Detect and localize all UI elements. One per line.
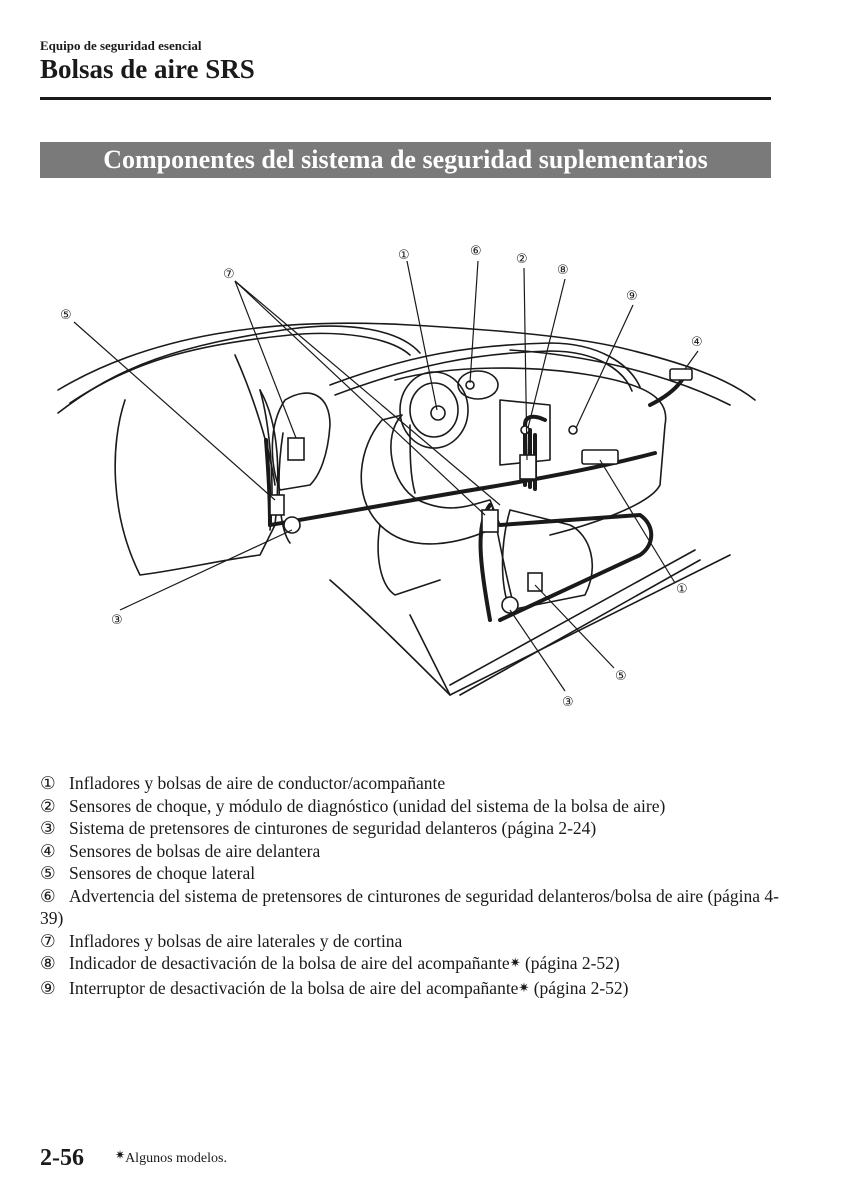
deactivation-switch [568,425,578,435]
legend-text: Interruptor de desactivación de la bolsa… [69,977,519,998]
callout-3-left: ③ [111,613,123,628]
page-title: Bolsas de aire SRS [40,54,255,84]
callout-1-bottom: ① [676,582,688,597]
steering-wheel [399,371,469,449]
passenger-seat [501,509,593,611]
legend-number: ⑨ [40,977,56,998]
legend-text: Sensores de bolsas de aire delantera [69,840,321,861]
footnote-mark: ✷ [115,1148,126,1162]
rear-door [114,389,279,576]
legend-number: ① [40,773,56,793]
rear-seat [271,392,331,491]
srs-components-diagram: ① ⑥ ② ⑧ ⑨ ④ ⑦ ⑤ ③ ① ⑤ ③ [57,244,756,710]
legend-text: Advertencia del sistema de pretensores d… [40,885,779,929]
legend-item: ③ Sistema de pretensores de cinturones de… [40,817,780,840]
side-airbag-rear [287,437,305,461]
callout-1-top: ① [398,248,410,263]
sensor-front [669,368,693,381]
callout-8: ⑧ [557,263,569,278]
legend-number: ⑧ [40,953,56,973]
side-sensor-right [527,572,543,592]
title-rule [40,97,771,100]
asterisk-mark: ✷ [518,979,530,995]
legend-page-ref: (página 2-52) [520,953,620,973]
legend-item: ④ Sensores de bolsas de aire delantera [40,840,780,863]
legend-text: Infladores y bolsas de aire laterales y … [69,930,403,951]
legend-number: ② [40,795,56,816]
pretensioner-front [501,596,519,614]
legend-item: ① Infladores y bolsas de aire de conducto… [40,772,780,795]
section-banner: Componentes del sistema de seguridad sup… [40,142,771,178]
legend-text: Sensores de choque, y módulo de diagnóst… [69,795,666,816]
legend-number: ⑤ [40,863,56,883]
legend-number: ⑦ [40,930,56,951]
diagnostic-module [519,454,537,480]
legend-item: ⑨ Interruptor de desactivación de la bols… [40,977,780,1002]
wiring-harness [268,451,657,527]
driver-seat [360,414,501,545]
legend-item: ⑦ Infladores y bolsas de aire laterales y… [40,930,780,953]
callout-6: ⑥ [470,244,482,259]
page-number: 2-56 [40,1145,84,1171]
legend-page-ref: (página 2-52) [529,977,629,998]
sill-right [449,549,701,696]
legend-text: Indicador de desactivación de la bolsa d… [69,953,510,973]
b-pillar [234,354,276,486]
legend-number: ⑥ [40,885,56,906]
component-legend: ① Infladores y bolsas de aire de conducto… [40,772,780,1001]
roof-line [57,322,756,401]
footnote-text: Algunos modelos. [125,1151,227,1166]
legend-item: ⑤ Sensores de choque lateral [40,862,780,885]
asterisk-mark: ✷ [509,955,521,970]
callout-3-bottom: ③ [562,695,574,710]
legend-text: Infladores y bolsas de aire de conductor… [69,773,446,793]
legend-number: ④ [40,840,56,861]
legend-text: Sistema de pretensores de cinturones de … [69,818,597,838]
pretensioner-rear [283,516,301,534]
callout-4: ④ [691,335,703,350]
section-label: Equipo de seguridad esencial [40,38,202,53]
callout-7: ⑦ [223,267,235,282]
legend-item: ⑧ Indicador de desactivación de la bolsa … [40,952,780,977]
callout-9: ⑨ [626,289,638,304]
floor [329,554,731,696]
dashboard [394,367,667,536]
curtain-rail-right [329,342,641,388]
passenger-airbag-module [581,449,619,465]
side-sensor-left [269,494,285,516]
legend-number: ③ [40,818,56,838]
callout-5-left: ⑤ [60,308,72,323]
legend-text: Sensores de choque lateral [69,863,256,883]
windshield [509,349,731,406]
legend-item: ② Sensores de choque, y módulo de diagnós… [40,795,780,818]
callout-5-bottom: ⑤ [615,669,627,684]
callout-2: ② [516,252,528,267]
side-airbag-front [481,509,499,533]
footnote: ✷Algunos modelos. [115,1148,227,1167]
curtain-rail-left [57,325,421,414]
